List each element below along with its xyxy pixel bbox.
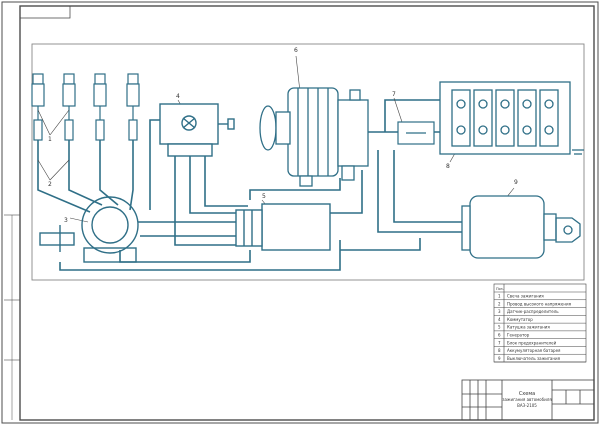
spec-row-name: Аккумуляторная батарея [507, 348, 561, 353]
schematic-boundary [31, 43, 585, 281]
ignition-switch [461, 195, 581, 259]
callout-8: 8 [446, 163, 450, 170]
callout-3: 3 [64, 217, 68, 224]
title-block-title: Схема [519, 391, 535, 397]
spark-plug-1 [31, 73, 45, 141]
wiring [37, 99, 569, 271]
callout-7: 7 [392, 91, 396, 98]
spec-row-name: Датчик-распределитель [507, 309, 559, 314]
callout-labels: 1 2 3 4 5 6 7 8 9 [48, 47, 518, 224]
spec-row-pos: 7 [498, 340, 501, 345]
generator [259, 87, 369, 187]
spark-plug-2 [62, 73, 76, 141]
title-block: Схема зажигания автомобиля ВАЗ-2105 [461, 379, 595, 421]
callout-4: 4 [176, 93, 180, 100]
spec-row-name: Блок предохранителей [507, 340, 557, 345]
ignition-coil [235, 203, 331, 251]
distributor [39, 196, 139, 263]
spec-row-pos: 3 [498, 309, 501, 314]
fuse-block [397, 121, 435, 145]
spec-row-pos: 2 [498, 301, 501, 306]
battery [439, 81, 584, 155]
title-block-subtitle: зажигания автомобиля [502, 397, 552, 402]
spec-row-name: Генератор [507, 332, 530, 337]
spec-row-pos: 5 [498, 325, 501, 330]
spark-plugs [31, 73, 140, 141]
spec-row-pos: 4 [498, 317, 501, 322]
spec-row-name: Коммутатор [507, 317, 533, 322]
callout-5: 5 [262, 193, 266, 200]
callout-1: 1 [48, 136, 52, 143]
callout-6: 6 [294, 47, 298, 54]
spark-plug-4 [126, 73, 140, 141]
spec-row-pos: 6 [498, 332, 501, 337]
spec-header: Поз. [496, 287, 504, 291]
callout-9: 9 [514, 179, 518, 186]
spec-row-name: Выключатель зажигания [507, 356, 561, 361]
commutator [159, 103, 235, 157]
callout-2: 2 [48, 181, 52, 188]
spec-row-pos: 9 [498, 356, 501, 361]
spec-row-name: Провод высокого напряжения [507, 301, 572, 306]
spec-row-name: Катушка зажигания [507, 325, 550, 330]
spec-row-pos: 1 [498, 294, 501, 299]
specification-table: Поз. 1 Свеча зажигания 2 Провод высокого на… [493, 283, 587, 363]
title-block-model: ВАЗ-2105 [517, 403, 537, 408]
spec-row-name: Свеча зажигания [507, 294, 544, 299]
spark-plug-3 [93, 73, 107, 141]
spec-row-pos: 8 [498, 348, 501, 353]
